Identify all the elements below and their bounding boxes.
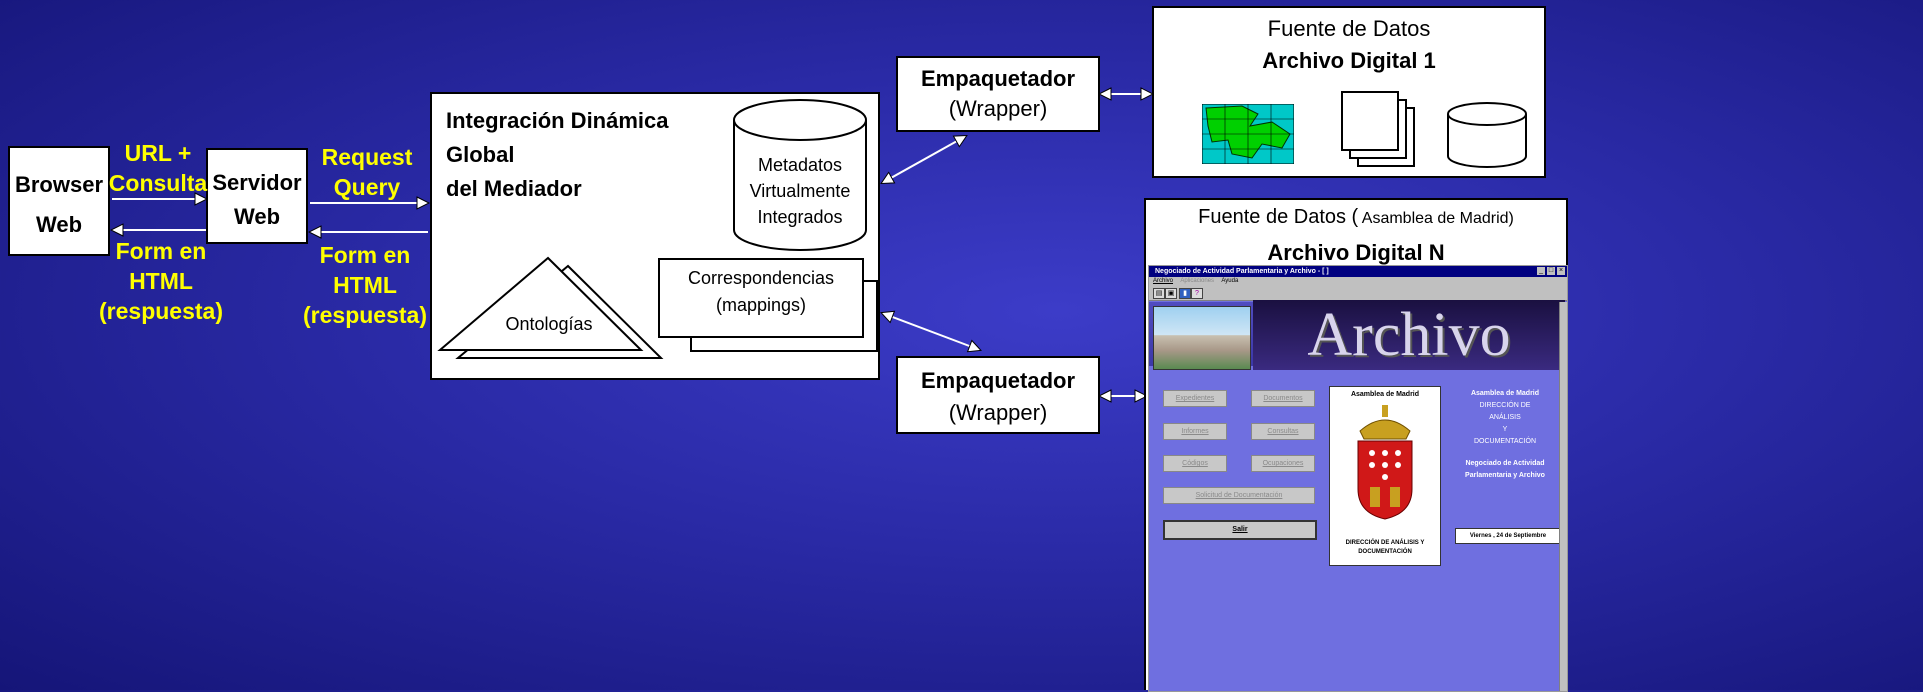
server-box: Servidor Web xyxy=(206,148,308,244)
source1-line2: Archivo Digital 1 xyxy=(1262,48,1436,73)
building-photo xyxy=(1153,306,1251,370)
label-request-line1: Request xyxy=(321,144,413,170)
info-line-7: Negociado de Actividad xyxy=(1465,460,1545,467)
mappings-line2: (mappings) xyxy=(715,295,807,315)
info-line-1: Asamblea de Madrid xyxy=(1470,390,1540,397)
info-line-2: DIRECCIÓN DE xyxy=(1479,402,1531,409)
metadata-cylinder-icon xyxy=(733,99,867,251)
mediator-title-line2: Global xyxy=(446,142,515,167)
info-line-4: Y xyxy=(1502,426,1508,433)
app-toolbar: ▤ ▣ ▮ ? xyxy=(1149,286,1567,301)
mediator-title-line3: del Mediador xyxy=(446,176,582,201)
close-icon[interactable]: × xyxy=(1557,267,1565,275)
vertical-scrollbar[interactable] xyxy=(1559,302,1567,691)
info-line-8: Parlamentaria y Archivo xyxy=(1465,472,1545,479)
label-form2-line2: HTML xyxy=(333,272,397,298)
info-line-3: ANÁLISIS xyxy=(1489,414,1521,421)
label-form1-line3: (respuesta) xyxy=(99,298,223,324)
mediator-box: Integración Dinámica Global del Mediador… xyxy=(430,92,880,380)
btn-informes[interactable]: Informes xyxy=(1163,423,1227,440)
label-form-response-2: Form en HTML (respuesta) xyxy=(300,240,430,330)
app-menu-bar: Archivo Aplicaciones Ayuda xyxy=(1149,277,1567,286)
info-line-5: DOCUMENTACIÓN xyxy=(1473,438,1537,445)
app-window-title: Negociado de Actividad Parlamentaria y A… xyxy=(1149,266,1567,277)
emblem-title: Asamblea de Madrid xyxy=(1350,391,1420,398)
source1-line1: Fuente de Datos xyxy=(1267,16,1431,41)
label-request-query: Request Query xyxy=(312,142,422,202)
ontologies-label: Ontologías xyxy=(505,314,593,334)
label-url-line2: Consulta xyxy=(108,170,208,196)
btn-codigos[interactable]: Códigos xyxy=(1163,455,1227,472)
label-form-response-1: Form en HTML (respuesta) xyxy=(96,236,226,326)
browser-label-line2: Web xyxy=(35,212,83,237)
wrapper-bottom-line2: (Wrapper) xyxy=(948,400,1048,425)
date-field: Viernes , 24 de Septiembre xyxy=(1455,528,1561,544)
label-form2-line1: Form en xyxy=(319,242,411,268)
toolbar-help-icon[interactable]: ? xyxy=(1191,288,1203,299)
label-url-line1: URL + xyxy=(124,140,192,166)
map-icon xyxy=(1202,104,1294,164)
minimize-icon[interactable]: _ xyxy=(1537,267,1546,275)
wrapper-bottom-line1: Empaquetador xyxy=(920,368,1076,393)
label-url-consulta: URL + Consulta xyxy=(108,138,208,198)
app-window: Negociado de Actividad Parlamentaria y A… xyxy=(1148,265,1568,692)
emblem-panel: Asamblea de Madrid DIRECCIÓN DE ANÁLISIS… xyxy=(1329,386,1441,566)
menu-archivo[interactable]: Archivo xyxy=(1153,278,1174,284)
btn-solicitud[interactable]: Solicitud de Documentación xyxy=(1163,487,1315,504)
metadata-line1: Metadatos xyxy=(757,155,843,175)
maximize-icon[interactable]: □ xyxy=(1547,267,1556,275)
sourceN-line2: Archivo Digital N xyxy=(1267,240,1445,265)
wrapper-top-box: Empaquetador (Wrapper) xyxy=(896,56,1100,132)
arrow-mediator-wrapper-bottom xyxy=(882,313,980,350)
mappings-line1: Correspondencias xyxy=(687,268,835,288)
ontologies-triangle-icon xyxy=(437,256,664,359)
label-request-line2: Query xyxy=(333,174,401,200)
btn-salir[interactable]: Salir xyxy=(1163,520,1317,540)
emblem-caption: DIRECCIÓN DE ANÁLISIS Y DOCUMENTACIÓN xyxy=(1345,540,1425,555)
toolbar-book-icon[interactable]: ▮ xyxy=(1179,288,1191,299)
database-icon xyxy=(1447,102,1527,168)
wrapper-bottom-box: Empaquetador (Wrapper) xyxy=(896,356,1100,434)
mappings-box: Correspondencias (mappings) xyxy=(658,258,864,338)
btn-expedientes[interactable]: Expedientes xyxy=(1163,390,1227,407)
wrapper-top-line1: Empaquetador xyxy=(920,66,1076,91)
btn-ocupaciones[interactable]: Ocupaciones xyxy=(1251,455,1315,472)
label-form2-line3: (respuesta) xyxy=(303,302,427,328)
label-form1-line2: HTML xyxy=(129,268,193,294)
sourceN-line1-sub: Asamblea de Madrid) xyxy=(1358,210,1514,227)
menu-ayuda[interactable]: Ayuda xyxy=(1221,278,1239,284)
coat-of-arms-icon xyxy=(1357,405,1413,520)
toolbar-open-icon[interactable]: ▣ xyxy=(1165,288,1177,299)
sourceN-line1: Fuente de Datos ( Asamblea de Madrid) xyxy=(1146,206,1566,229)
browser-label-line1: Browser xyxy=(14,172,104,197)
mediator-title-line1: Integración Dinámica xyxy=(446,108,669,133)
metadata-label: Metadatos Virtualmente Integrados xyxy=(730,152,870,230)
arrow-mediator-wrapper-top xyxy=(882,136,966,183)
info-panel: Asamblea de Madrid DIRECCIÓN DE ANÁLISIS… xyxy=(1449,388,1561,482)
toolbar-print-icon[interactable]: ▤ xyxy=(1153,288,1165,299)
metadata-line2: Virtualmente xyxy=(749,181,851,201)
btn-consultas[interactable]: Consultas xyxy=(1251,423,1315,440)
btn-documentos[interactable]: Documentos xyxy=(1251,390,1315,407)
banner-title: Archivo xyxy=(1253,300,1565,370)
server-label-line1: Servidor xyxy=(212,170,302,195)
window-controls: _ □ × xyxy=(1537,267,1565,275)
source1-box: Fuente de Datos Archivo Digital 1 xyxy=(1152,6,1546,178)
menu-aplicaciones[interactable]: Aplicaciones xyxy=(1180,278,1215,284)
documents-icon xyxy=(1341,91,1415,167)
browser-box: Browser Web xyxy=(8,146,110,256)
info-line-6 xyxy=(1449,448,1561,458)
label-form1-line1: Form en xyxy=(115,238,207,264)
wrapper-top-line2: (Wrapper) xyxy=(948,96,1048,121)
sourceN-line1-main: Fuente de Datos ( xyxy=(1198,206,1359,228)
metadata-line3: Integrados xyxy=(757,207,843,227)
server-label-line2: Web xyxy=(233,204,281,229)
